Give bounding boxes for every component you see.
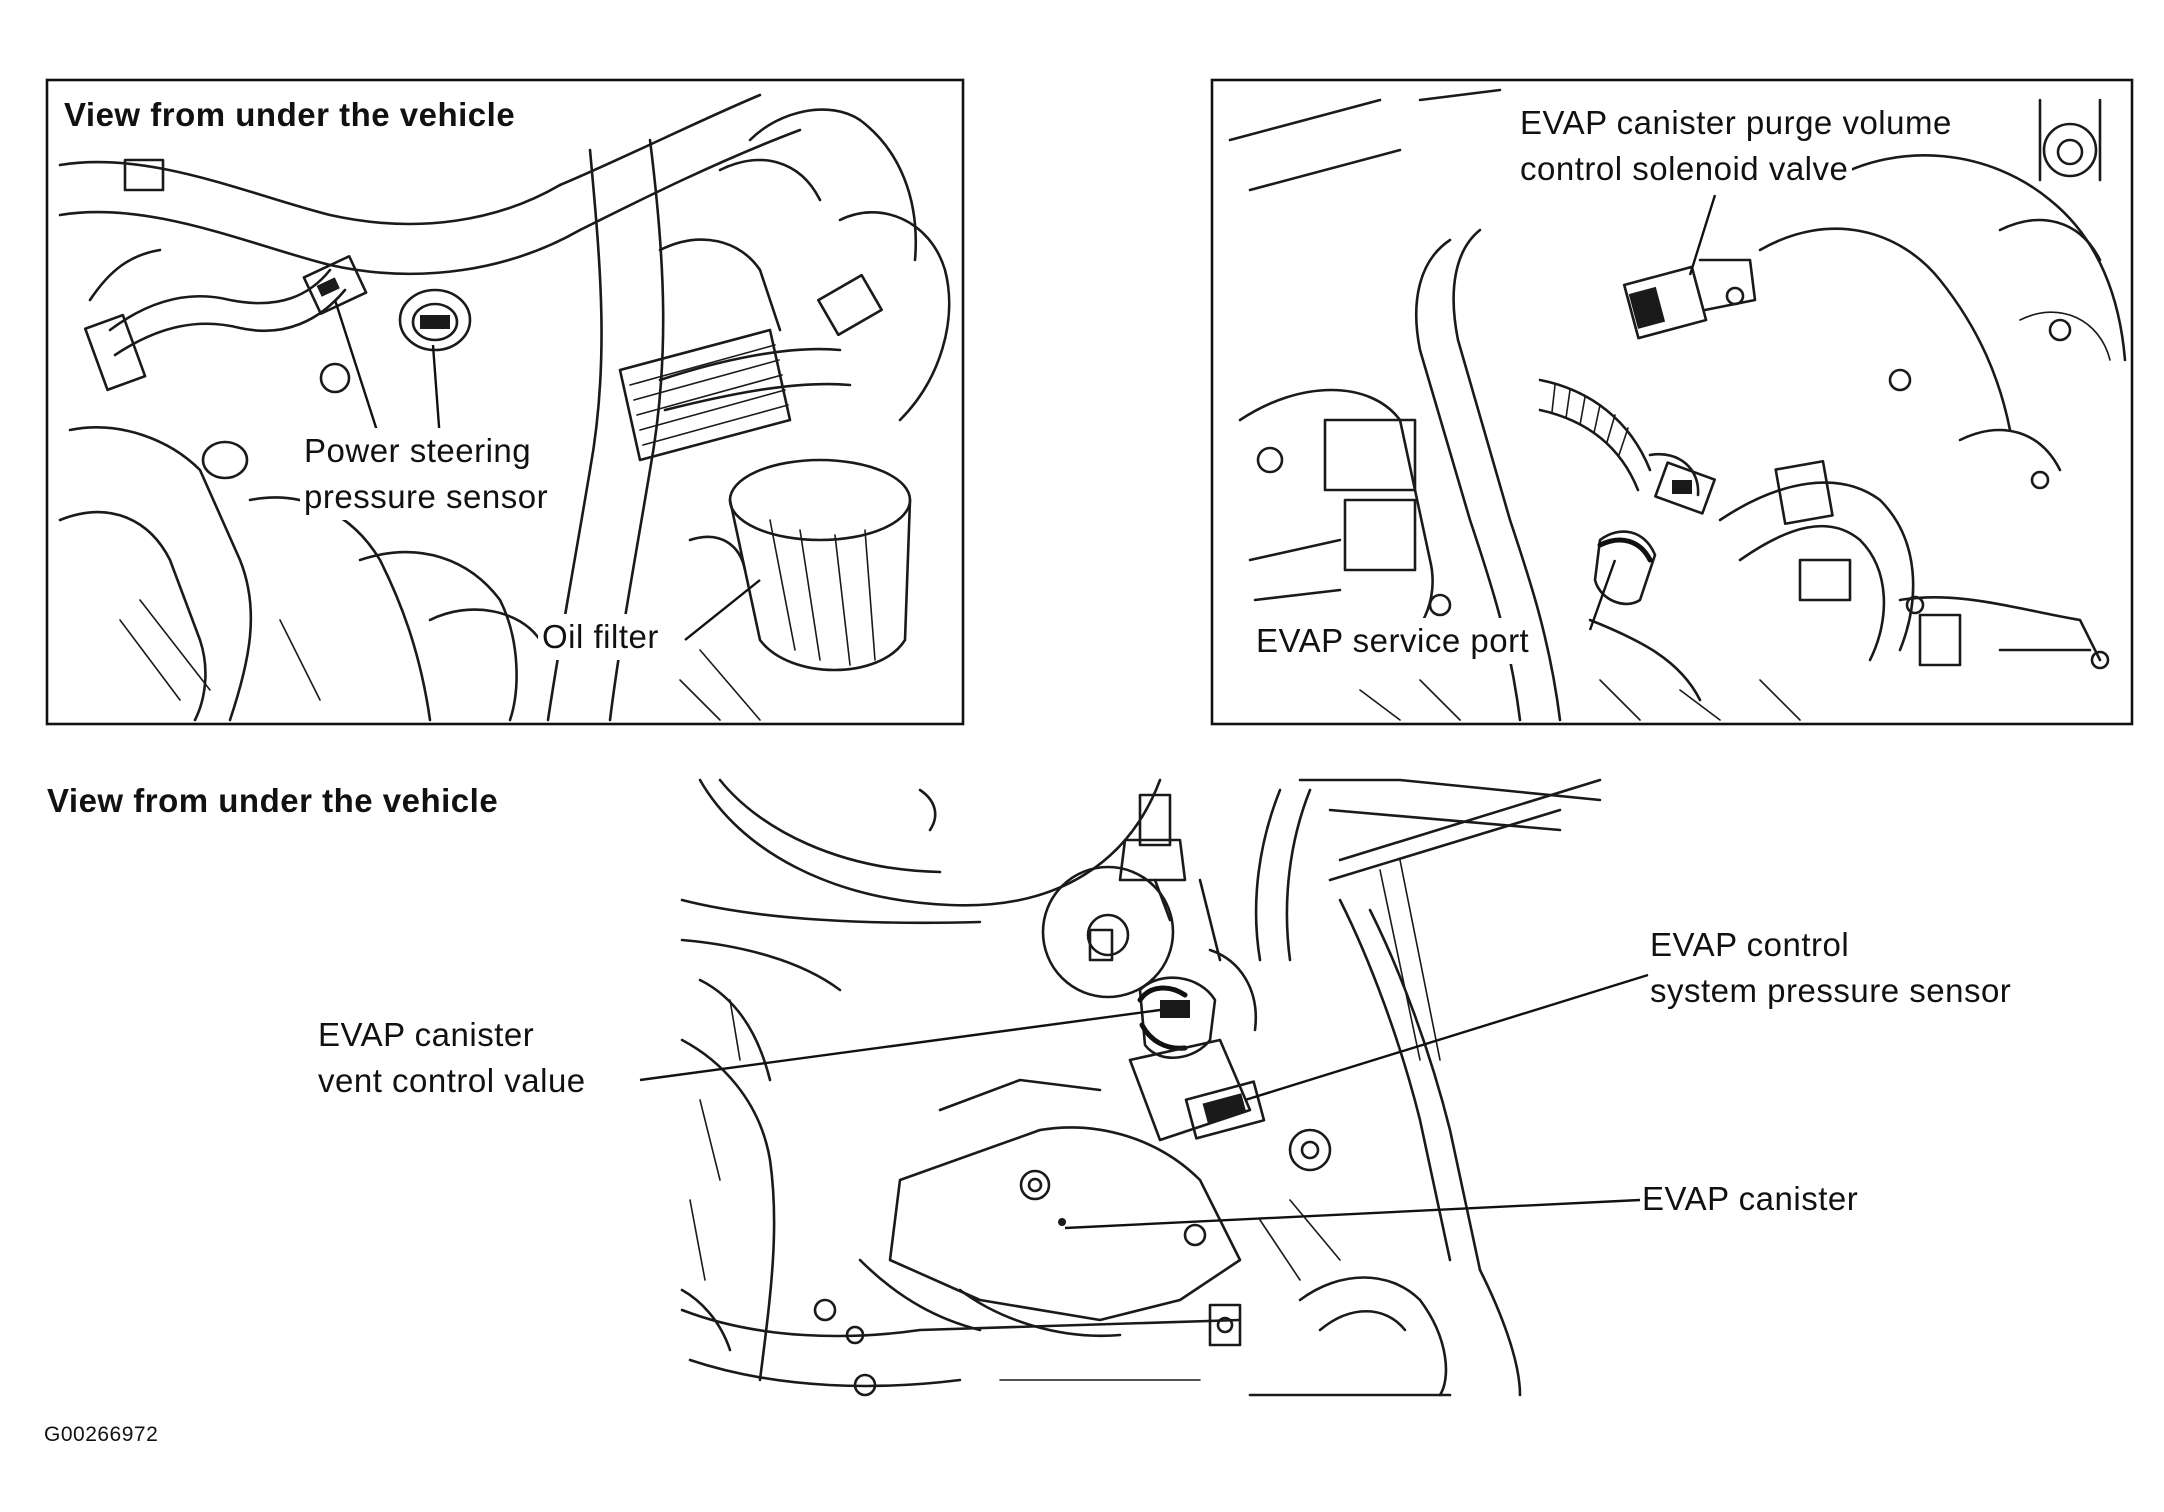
service-port-label: EVAP service port	[1252, 618, 1534, 664]
figure-id: G00266972	[44, 1423, 159, 1446]
panel-top-right-frame	[1210, 78, 2134, 726]
panel-top-left-frame	[45, 78, 965, 726]
purge-valve-label-line1: EVAP canister purge volume	[1516, 100, 1956, 146]
leader-vent-valve	[639, 1008, 1161, 1082]
panel-top-right-drawing	[1210, 78, 2134, 726]
leader-lines	[333, 194, 1717, 1230]
leader-purge-valve	[1688, 194, 1717, 276]
leader-oil-filter	[684, 579, 761, 641]
panel-top-left-drawing	[45, 78, 965, 726]
oil-filter-label: Oil filter	[538, 614, 663, 660]
ps-sensor-label-line1: Power steering	[300, 428, 536, 474]
canister-label: EVAP canister	[1642, 1180, 1859, 1217]
vent-valve-label-line1: EVAP canister	[318, 1016, 535, 1053]
leader-service-port	[1588, 559, 1617, 631]
leader-canister	[1064, 1198, 1641, 1230]
leader-ps-sensor	[431, 344, 442, 441]
pressure-sensor-label-line1: EVAP control	[1650, 926, 1850, 963]
leader-pressure-sensor	[1244, 973, 1649, 1102]
vent-valve-label-line2: vent control value	[318, 1062, 586, 1099]
leader-ps-sensor-2	[333, 299, 382, 441]
panel-bottom-drawing	[680, 778, 1602, 1397]
top-left-panel-title: View from under the vehicle	[60, 92, 520, 138]
purge-valve-label-line2: control solenoid valve	[1516, 146, 1853, 192]
pressure-sensor-label-line2: system pressure sensor	[1650, 972, 2012, 1009]
bottom-panel-title: View from under the vehicle	[47, 782, 499, 819]
ps-sensor-label-line2: pressure sensor	[300, 474, 553, 520]
